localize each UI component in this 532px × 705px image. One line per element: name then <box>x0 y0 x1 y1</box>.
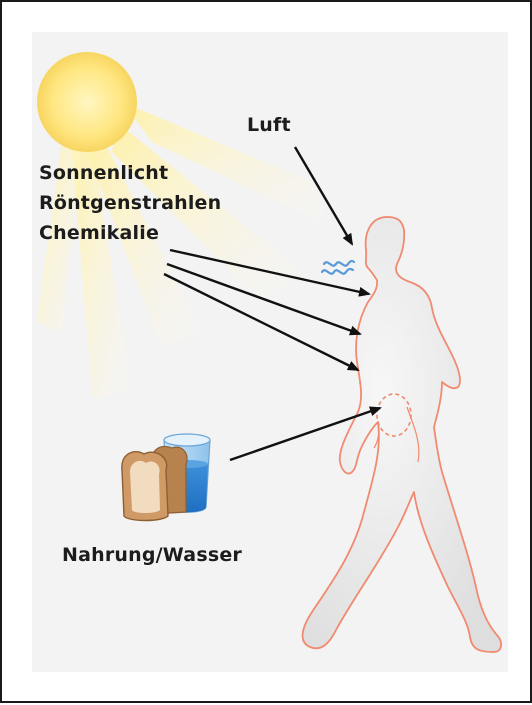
label-food-water: Nahrung/Wasser <box>62 544 242 566</box>
label-air: Luft <box>247 114 291 136</box>
label-sunlight: Sonnenlicht <box>39 162 168 184</box>
breath-icon <box>322 261 354 274</box>
sun-icon <box>37 52 137 152</box>
label-xrays: Röntgenstrahlen <box>39 192 221 214</box>
label-chemicals: Chemikalie <box>39 222 159 244</box>
bread-and-water-icon <box>122 434 210 521</box>
